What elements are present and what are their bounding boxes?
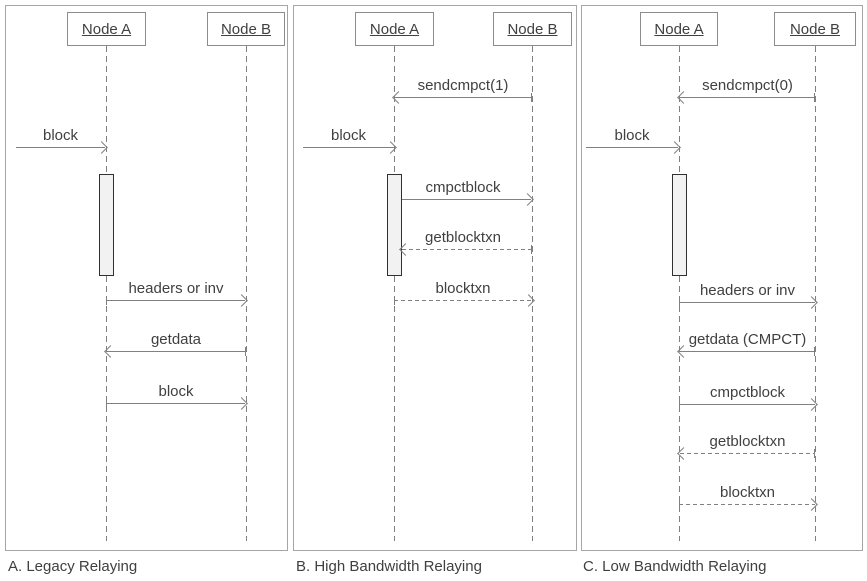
node-a-label: Node A: [81, 20, 132, 38]
arrow-getblocktxn: [677, 447, 815, 460]
arrow-line: [107, 351, 246, 352]
arrow-line: [679, 504, 815, 505]
node-box-a: Node A: [640, 12, 718, 46]
arrow-tail-tick: [531, 245, 532, 254]
activation-bar: [387, 174, 402, 276]
node-b-label: Node B: [789, 20, 841, 38]
arrow-line: [680, 351, 815, 352]
arrow-tail-tick: [814, 449, 815, 458]
arrow-line: [394, 300, 532, 301]
lifeline-node-b: [815, 46, 816, 541]
arrow-tail-tick: [814, 347, 815, 356]
lifeline-node-a: [394, 46, 395, 541]
node-box-b: Node B: [207, 12, 285, 46]
node-b-label: Node B: [507, 20, 558, 38]
lifeline-node-a: [106, 46, 107, 541]
message-label-block-in: block: [42, 127, 79, 144]
arrow-sendcmpct1: [392, 91, 532, 104]
caption-high-bandwidth-relaying: B. High Bandwidth Relaying: [296, 558, 482, 575]
arrow-tail-tick: [679, 400, 680, 409]
arrow-cmpctblock: [402, 193, 534, 206]
message-label-getdata: getdata: [150, 331, 202, 348]
message-label-block-in: block: [614, 127, 650, 144]
arrow-cmpctblock: [679, 398, 818, 411]
message-label-getdata-cmpct: getdata (CMPCT): [688, 331, 807, 348]
arrow-headers-or-inv: [679, 296, 818, 309]
arrow-line: [680, 97, 815, 98]
node-a-label: Node A: [654, 20, 704, 38]
arrow-getdata-cmpct: [677, 345, 815, 358]
arrow-tail-tick: [106, 399, 107, 408]
arrow-block-in: [303, 141, 397, 154]
node-box-b: Node B: [774, 12, 856, 46]
caption-legacy-relaying: A. Legacy Relaying: [8, 558, 138, 575]
arrow-line: [680, 453, 815, 454]
arrow-headers-or-inv: [106, 294, 248, 307]
message-label-getblocktxn: getblocktxn: [709, 433, 786, 450]
arrow-line: [402, 249, 532, 250]
arrow-tail-tick: [106, 296, 107, 305]
panel-legacy-relaying: Node A Node B block headers or inv getda…: [5, 5, 288, 551]
message-label-getblocktxn: getblocktxn: [425, 229, 501, 246]
arrow-line: [679, 404, 815, 405]
arrow-tail-tick: [814, 93, 815, 102]
arrow-sendcmpct0: [677, 91, 815, 104]
node-b-label: Node B: [220, 20, 272, 38]
caption-low-bandwidth-relaying: C. Low Bandwidth Relaying: [583, 558, 767, 575]
message-label-blocktxn: blocktxn: [435, 280, 491, 297]
node-box-a: Node A: [355, 12, 434, 46]
message-label-headers-or-inv: headers or inv: [699, 282, 796, 299]
arrow-getblocktxn: [399, 243, 532, 256]
arrow-tail-tick: [679, 500, 680, 509]
arrow-blocktxn: [394, 294, 535, 307]
message-label-cmpctblock: cmpctblock: [709, 384, 786, 401]
arrow-tail-tick: [245, 347, 246, 356]
message-label-block-out: block: [158, 383, 194, 400]
arrow-line: [402, 199, 531, 200]
panel-high-bandwidth-relaying: Node A Node B sendcmpct(1) block cmpctbl…: [293, 5, 577, 551]
message-label-block-in: block: [330, 127, 367, 144]
node-box-b: Node B: [493, 12, 572, 46]
arrow-line: [303, 147, 394, 148]
arrow-line: [586, 147, 678, 148]
arrow-blocktxn: [679, 498, 818, 511]
arrow-tail-tick: [679, 298, 680, 307]
arrow-block-in: [16, 141, 108, 154]
message-label-sendcmpct1: sendcmpct(1): [417, 77, 509, 94]
node-box-a: Node A: [67, 12, 146, 46]
lifeline-node-b: [246, 46, 247, 541]
message-label-blocktxn: blocktxn: [719, 484, 776, 501]
arrow-line: [395, 97, 532, 98]
lifeline-node-b: [532, 46, 533, 541]
message-label-sendcmpct0: sendcmpct(0): [702, 77, 793, 94]
arrow-line: [16, 147, 105, 148]
message-label-headers-or-inv: headers or inv: [128, 280, 224, 297]
node-a-label: Node A: [369, 20, 420, 38]
arrow-line: [106, 403, 245, 404]
panel-low-bandwidth-relaying: Node A Node B sendcmpct(0) block headers…: [581, 5, 863, 551]
activation-bar: [672, 174, 687, 276]
arrow-getdata: [104, 345, 246, 358]
lifeline-node-a: [679, 46, 680, 541]
arrow-line: [106, 300, 245, 301]
arrow-tail-tick: [394, 296, 395, 305]
message-label-cmpctblock: cmpctblock: [425, 179, 501, 196]
arrow-line: [679, 302, 815, 303]
arrow-block-in: [586, 141, 681, 154]
arrow-block-out: [106, 397, 248, 410]
activation-bar: [99, 174, 114, 276]
arrow-tail-tick: [531, 93, 532, 102]
